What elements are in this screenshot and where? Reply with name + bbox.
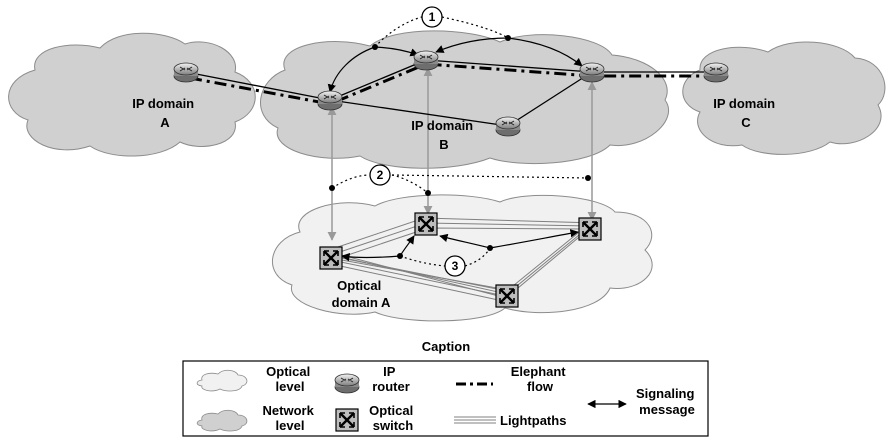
- ip-link: [185, 71, 331, 101]
- signaling-message-arrow: [341, 252, 401, 262]
- signaling-origin-dot: [425, 190, 431, 196]
- legend-lightpaths: Lightpaths: [500, 413, 566, 428]
- ip-domain-b-cloud: [260, 30, 670, 169]
- ip-domain-a-label: IP domain A: [132, 96, 198, 130]
- step-1-marker: 1: [421, 6, 443, 28]
- signaling-dotted-line: [374, 16, 423, 48]
- optical-switch-icon: [577, 216, 603, 242]
- legend-signaling-message: Signaling message: [636, 386, 698, 417]
- network-level-swatch-icon: [196, 409, 248, 432]
- legend-ip-router: IP router: [372, 364, 410, 394]
- signaling-origin-dot: [505, 35, 511, 41]
- legend-network-level: Network level: [263, 403, 318, 433]
- step-2-marker: 2: [369, 164, 391, 186]
- ip-domain-a-cloud: [8, 32, 256, 157]
- elephant-flow-path: [189, 62, 716, 106]
- ip-router-icon: [495, 116, 521, 137]
- ip-domain-c-cloud: [682, 41, 886, 155]
- caption-title: Caption: [422, 339, 470, 354]
- optical-level-swatch-icon: [196, 369, 248, 392]
- signaling-dotted-line: [391, 174, 429, 194]
- legend-optical-switch: Optical switch: [369, 403, 417, 433]
- signaling-message-arrow: [439, 233, 491, 249]
- ip-link: [329, 59, 427, 101]
- ip-router-icon: [173, 62, 199, 83]
- signaling-dotted-line: [391, 174, 589, 179]
- ip-router-icon: [579, 62, 605, 83]
- legend-router-icon: [334, 373, 360, 394]
- ip-router-icon: [413, 50, 439, 71]
- optical-switch-icon: [413, 211, 439, 237]
- signaling-message-arrow: [327, 46, 376, 93]
- signaling-origin-dot: [397, 253, 403, 259]
- optical-switch-icon: [494, 283, 520, 309]
- signaling-dotted-line: [331, 174, 369, 189]
- ip-domain-c-label: IP domain C: [713, 96, 779, 130]
- signaling-message-arrow: [489, 229, 579, 249]
- ip-link: [507, 71, 593, 127]
- step-3-marker: 3: [444, 255, 466, 277]
- ip-router-icon: [703, 62, 729, 83]
- ip-domain-b-label: IP domain B: [411, 118, 477, 152]
- optical-domain-a-label: Optical domain A: [332, 278, 391, 310]
- signaling-origin-dot: [329, 185, 335, 191]
- ip-router-icon: [317, 90, 343, 111]
- optical-switch-icon: [318, 245, 344, 271]
- signaling-message-arrow: [507, 37, 583, 67]
- signaling-origin-dot: [585, 175, 591, 181]
- signaling-origin-dot: [372, 44, 378, 50]
- legend-lightpaths-line: [454, 416, 496, 424]
- svg-text:2: 2: [377, 168, 384, 182]
- caption-box: [182, 360, 709, 437]
- signaling-message-arrow: [435, 37, 509, 53]
- svg-text:3: 3: [452, 259, 459, 273]
- optical-domain-a-cloud: [271, 194, 653, 322]
- ip-link: [329, 99, 509, 127]
- legend-optical-level: Optical level: [266, 364, 314, 394]
- legend-optical-switch-icon: [334, 407, 360, 433]
- ip-link: [425, 59, 593, 73]
- svg-text:1: 1: [429, 10, 436, 24]
- signaling-origin-dot: [487, 245, 493, 251]
- legend-elephant-flow: Elephant flow: [511, 364, 570, 394]
